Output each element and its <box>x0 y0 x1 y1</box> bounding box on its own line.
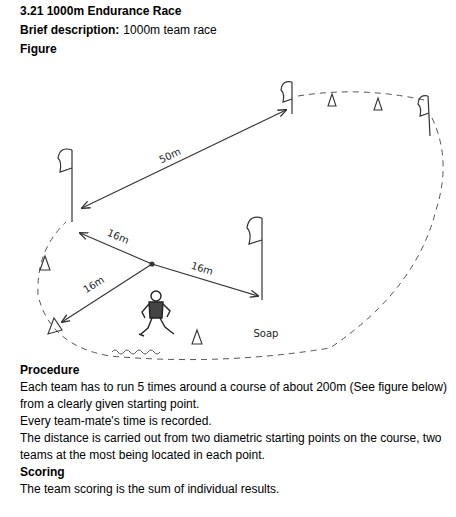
dimension-label: 50m <box>157 146 182 167</box>
section-title: 3.21 1000m Endurance Race <box>20 2 181 21</box>
dimension-label: 16m <box>190 260 215 278</box>
flag-top-left <box>58 149 72 222</box>
section-heading: Figure <box>20 40 57 59</box>
course-line <box>38 92 443 360</box>
cones <box>40 94 382 344</box>
paragraph: The team scoring is the sum of individua… <box>20 481 452 498</box>
distance-arrows <box>62 110 286 322</box>
flag-far-right <box>418 96 430 136</box>
signature-squiggle <box>112 350 160 354</box>
annotation-label: Soap <box>254 328 279 340</box>
section-heading: Procedure <box>20 362 452 379</box>
field-label: Brief description: <box>20 21 119 40</box>
paragraph: Every team-mate's time is recorded. <box>20 413 452 430</box>
flag-top-middle <box>281 82 292 114</box>
body-text: ProcedureEach team has to run 5 times ar… <box>20 362 452 498</box>
field-value: 1000m team race <box>123 21 216 40</box>
flag-right-middle <box>247 217 262 300</box>
section-heading: Scoring <box>20 464 452 481</box>
paragraph: Each team has to run 5 times around a co… <box>20 379 452 413</box>
dimension-label: 16m <box>81 274 106 296</box>
paragraph: The distance is carried out from two dia… <box>20 430 452 464</box>
dimension-label: 16m <box>105 227 130 247</box>
runner-figure <box>139 291 174 336</box>
